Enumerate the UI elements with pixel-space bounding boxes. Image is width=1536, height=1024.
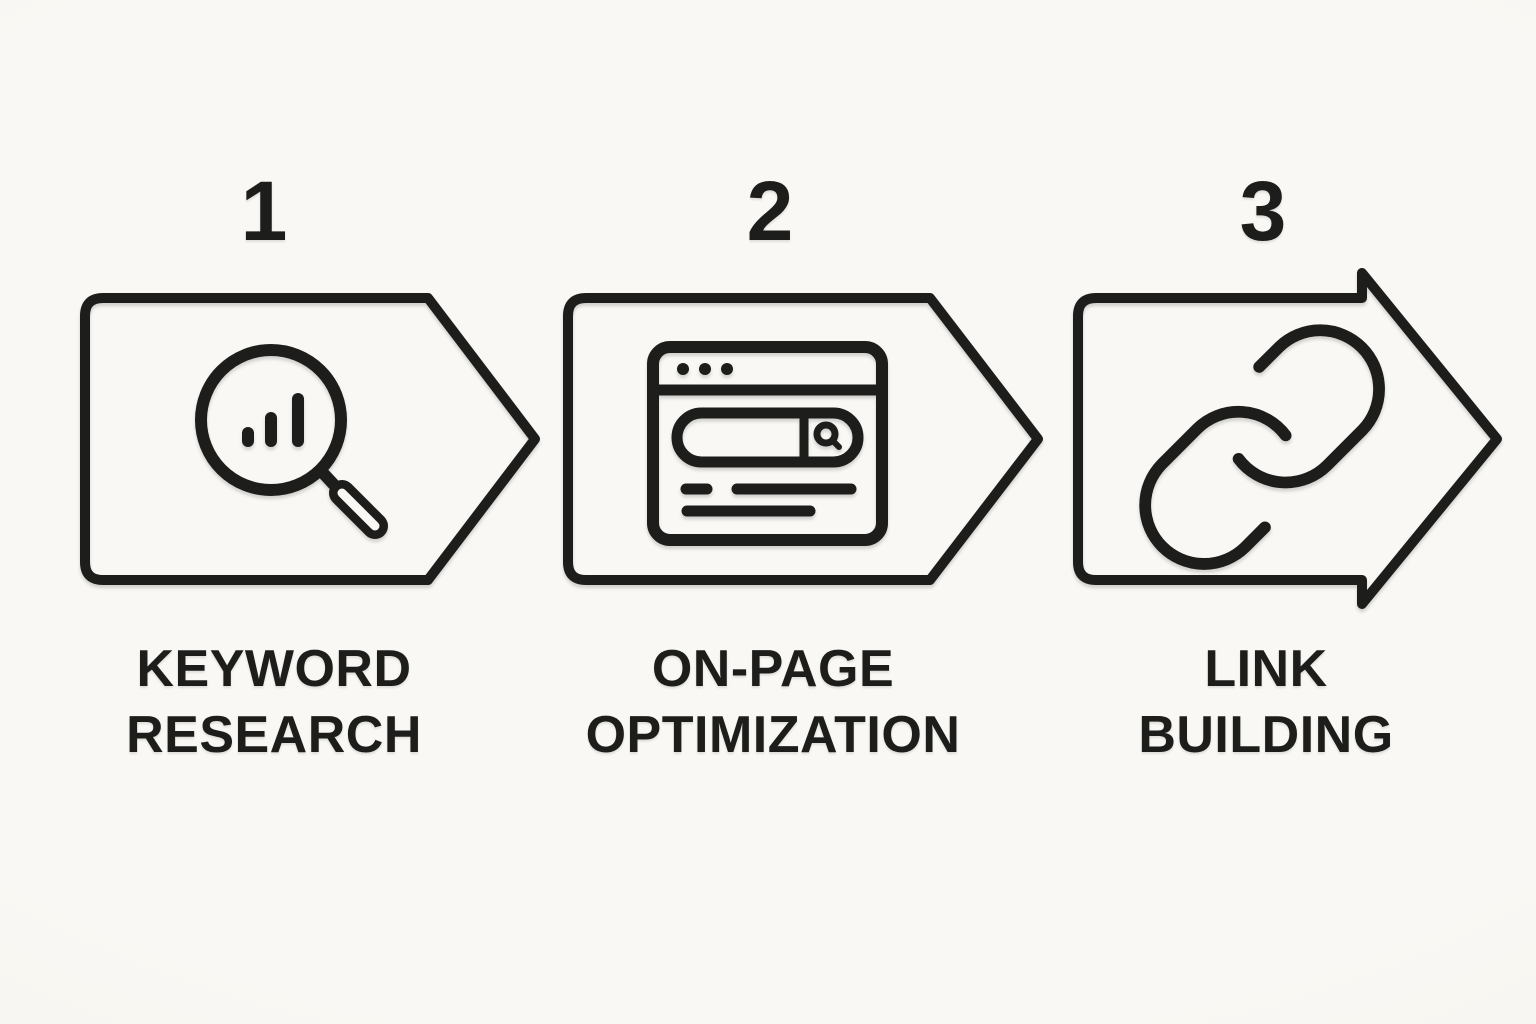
step-label-line1: LINK <box>1204 640 1328 698</box>
step3-arrow-shape <box>1073 268 1502 609</box>
step-number-1: 1 <box>240 164 288 258</box>
step-label-keyword-research: KEYWORD RESEARCH <box>14 636 534 768</box>
chain-link-icon <box>1139 324 1385 570</box>
step-label-line1: KEYWORD <box>136 640 412 698</box>
step-label-on-page-optimization: ON-PAGE OPTIMIZATION <box>513 636 1033 768</box>
step-label-line2: BUILDING <box>1138 706 1394 764</box>
step-label-line2: RESEARCH <box>126 706 422 764</box>
step1-arrow-shape <box>80 293 540 585</box>
step-number-2: 2 <box>746 164 794 258</box>
step-label-link-building: LINK BUILDING <box>1006 636 1526 768</box>
step-number-3: 3 <box>1239 164 1287 258</box>
browser-search-icon <box>647 341 888 546</box>
step-label-line2: OPTIMIZATION <box>585 706 961 764</box>
step-label-line1: ON-PAGE <box>651 640 895 698</box>
magnifier-bar-chart-icon <box>195 344 388 539</box>
step2-arrow-shape <box>563 293 1043 585</box>
